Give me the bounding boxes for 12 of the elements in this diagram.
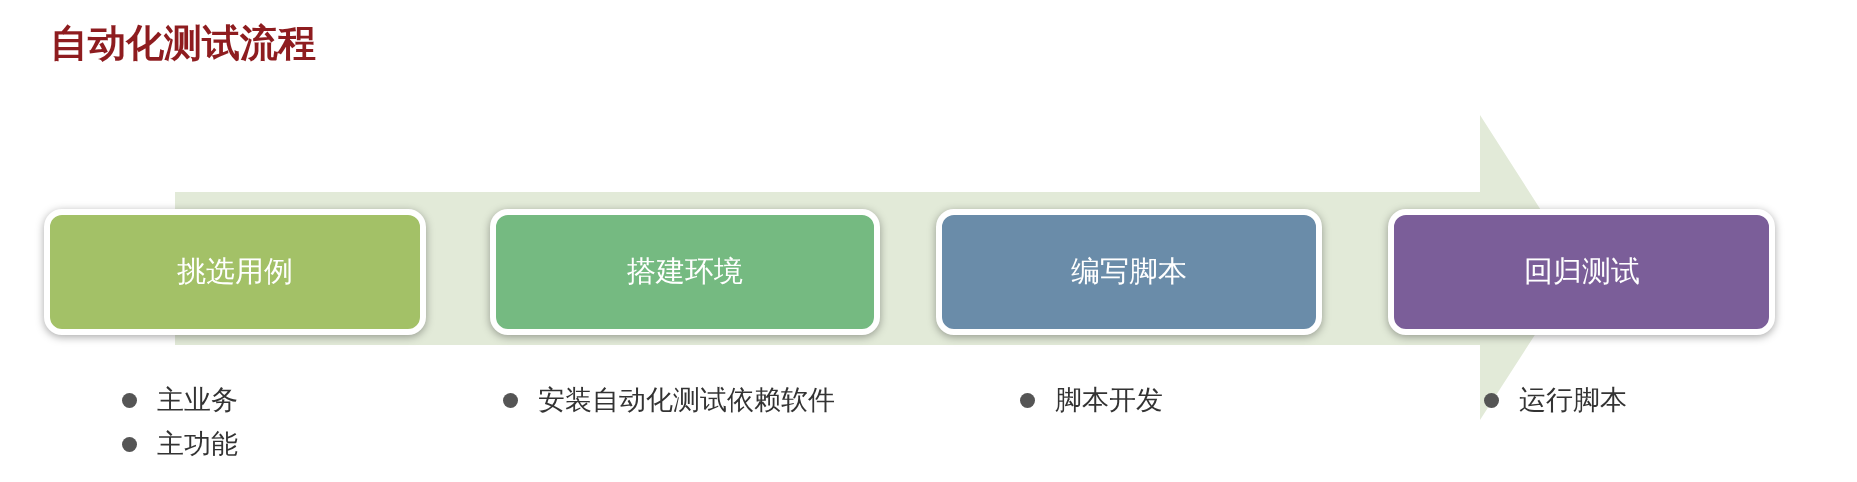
bullet-text: 安装自动化测试依赖软件 <box>538 383 835 417</box>
bullet-text: 主功能 <box>157 427 238 461</box>
step-label: 挑选用例 <box>177 253 293 290</box>
bullet-text: 脚本开发 <box>1055 383 1163 417</box>
process-box <box>490 209 880 335</box>
step-label: 搭建环境 <box>627 253 743 290</box>
bullet-text: 运行脚本 <box>1519 383 1627 417</box>
bullet-text: 主业务 <box>157 383 238 417</box>
step-label: 编写脚本 <box>1071 253 1187 290</box>
process-box <box>936 209 1322 335</box>
title: 自动化测试流程 <box>50 20 316 67</box>
step-label: 回归测试 <box>1523 253 1640 290</box>
